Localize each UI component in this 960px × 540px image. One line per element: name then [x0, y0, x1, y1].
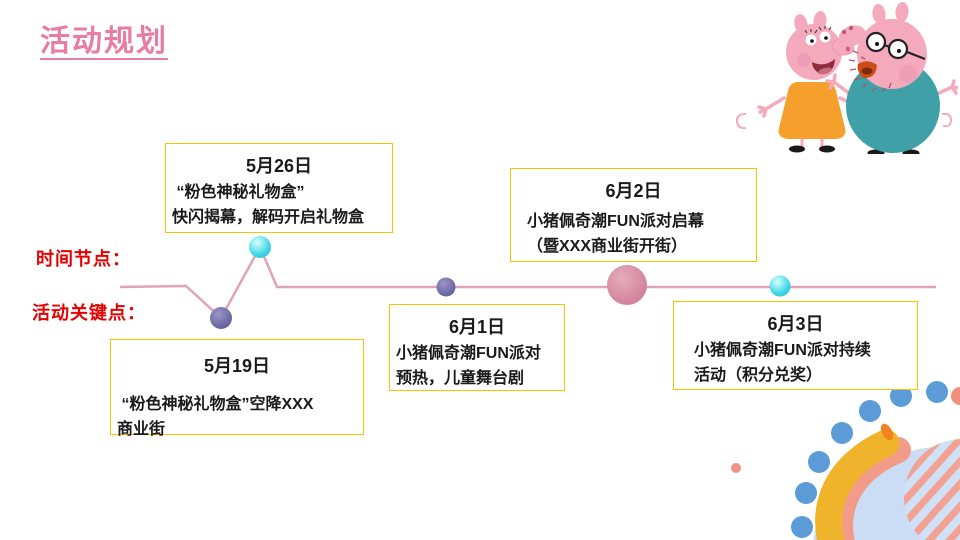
blue-dot: [859, 400, 881, 422]
milestone-dot-jun1: [436, 277, 456, 297]
milestone-desc: “粉色神秘礼物盒” 快闪揭幕，解码开启礼物盒: [172, 184, 365, 226]
milestone-desc: “粉色神秘礼物盒”空降XXX 商业街: [117, 396, 314, 438]
blue-dot: [791, 516, 813, 538]
milestone-date: 6月2日: [605, 181, 662, 201]
salmon-dot: [951, 387, 960, 405]
label-key-points: 活动关键点：: [32, 303, 146, 323]
striped-circle: [904, 439, 960, 540]
page-title: 活动规划: [40, 25, 168, 58]
blue-dot: [795, 482, 817, 504]
milestone-dot-may26: [249, 236, 271, 258]
milestone-date: 6月3日: [767, 314, 824, 334]
corner-decoration: [731, 381, 960, 540]
milestone-card-may19: 5月19日 “粉色神秘礼物盒”空降XXX 商业街: [110, 339, 364, 438]
timeline-line: [119, 244, 936, 320]
milestone-dot-jun2: [607, 265, 647, 305]
milestone-desc: 小猪佩奇潮FUN派对持续 活动（积分兑奖）: [694, 342, 871, 384]
milestone-desc: 小猪佩奇潮FUN派对启幕 （暨XXX商业街开街）: [527, 213, 704, 255]
milestone-card-may26: 5月26日 “粉色神秘礼物盒” 快闪揭幕，解码开启礼物盒: [165, 143, 393, 233]
milestone-card-jun2: 6月2日 小猪佩奇潮FUN派对启幕 （暨XXX商业街开街）: [510, 168, 757, 262]
milestone-date: 5月19日: [203, 356, 271, 376]
milestone-card-jun3: 6月3日 小猪佩奇潮FUN派对持续 活动（积分兑奖）: [673, 301, 918, 390]
blue-dot: [831, 422, 853, 444]
pig-characters-illustration: [735, 2, 958, 154]
yellow-arc: [815, 429, 900, 540]
milestone-dot-jun3: [769, 275, 791, 297]
orange-dot: [880, 423, 894, 441]
milestone-dot-may19: [210, 307, 232, 329]
milestone-desc: 小猪佩奇潮FUN派对 预热，儿童舞台剧: [396, 345, 541, 387]
milestone-card-jun1: 6月1日 小猪佩奇潮FUN派对 预热，儿童舞台剧: [389, 304, 565, 391]
blue-dot: [926, 381, 948, 403]
milestone-date: 6月1日: [448, 317, 506, 337]
blue-dot: [890, 385, 912, 407]
daddy-pig-illustration: [825, 2, 958, 154]
small-salmon-dot: [731, 463, 741, 473]
label-time-axis: 时间节点：: [36, 249, 131, 269]
blue-dot: [808, 451, 830, 473]
milestone-date: 5月26日: [245, 156, 313, 176]
